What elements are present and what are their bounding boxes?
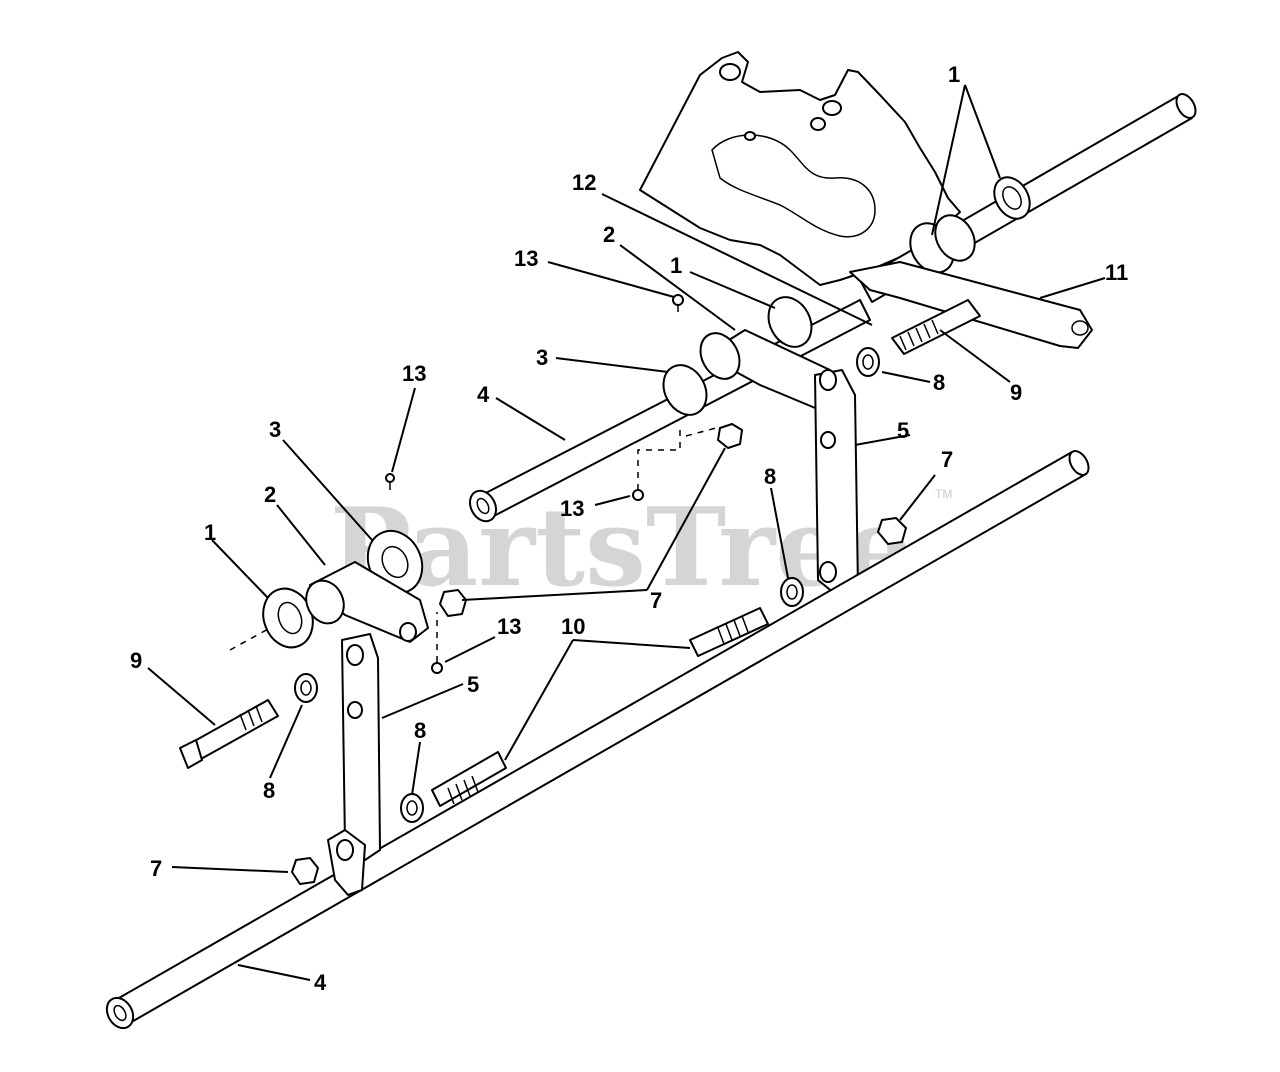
callout-9-upper: 9 bbox=[1010, 380, 1022, 405]
set-screw-13-b bbox=[385, 473, 395, 490]
nut-7-right bbox=[877, 517, 907, 545]
collar-2-middle bbox=[699, 329, 841, 411]
nut-7-left bbox=[439, 589, 467, 617]
callout-2-left: 2 bbox=[264, 482, 276, 507]
callout-5-left: 5 bbox=[467, 672, 479, 697]
callout-8-right: 8 bbox=[764, 464, 776, 489]
callouts: 1 12 2 13 1 11 3 8 9 13 4 5 3 7 8 13 2 1… bbox=[130, 62, 1128, 995]
leader-lines bbox=[147, 84, 1106, 981]
callout-11: 11 bbox=[1105, 260, 1128, 285]
watermark-trademark: TM bbox=[935, 487, 952, 501]
bolt-9-upper bbox=[891, 299, 981, 355]
set-screw-13-d bbox=[431, 662, 443, 674]
bracket-hole bbox=[744, 131, 756, 141]
collar-2-left bbox=[305, 561, 429, 643]
callout-1-middle: 1 bbox=[670, 253, 682, 278]
nut-8-lower bbox=[400, 793, 424, 823]
callout-13-left-top: 13 bbox=[402, 361, 426, 386]
callout-12: 12 bbox=[572, 170, 596, 195]
callout-3-middle: 3 bbox=[536, 345, 548, 370]
bushing-1-upper-right bbox=[993, 176, 1031, 220]
nut-8-right bbox=[780, 577, 804, 607]
link-5-right bbox=[814, 369, 859, 599]
bracket-hole bbox=[719, 63, 741, 81]
alignment-lines bbox=[229, 427, 717, 662]
nut-8-upper bbox=[856, 347, 880, 377]
callout-7-right: 7 bbox=[941, 447, 953, 472]
callout-9-left: 9 bbox=[130, 648, 142, 673]
partstree-watermark: PartsTree bbox=[330, 485, 913, 611]
callout-8-left: 8 bbox=[263, 778, 275, 803]
set-screw-13-c bbox=[632, 489, 644, 501]
callout-2-middle: 2 bbox=[603, 222, 615, 247]
callout-5-right: 5 bbox=[897, 418, 909, 443]
bracket-hole bbox=[810, 117, 826, 131]
callout-10: 10 bbox=[561, 614, 585, 639]
mounting-bracket bbox=[639, 51, 961, 286]
callout-8-lower: 8 bbox=[414, 718, 426, 743]
callout-13-left: 13 bbox=[497, 614, 521, 639]
bushing-1-upper-mid bbox=[909, 214, 976, 274]
set-screw-13-a bbox=[672, 294, 684, 312]
collar-3-middle bbox=[662, 364, 708, 416]
link-5-left bbox=[327, 633, 381, 896]
bolt-10-lower bbox=[431, 751, 507, 807]
callout-1-top: 1 bbox=[948, 62, 960, 87]
bracket-hole bbox=[822, 100, 842, 116]
callout-8-upper: 8 bbox=[933, 370, 945, 395]
callout-7-lower: 7 bbox=[150, 856, 162, 881]
nut-7-lower bbox=[291, 857, 319, 885]
nut-7-middle bbox=[717, 423, 743, 449]
callout-4-middle: 4 bbox=[477, 382, 490, 407]
callout-7-middle: 7 bbox=[650, 588, 662, 613]
callout-1-left: 1 bbox=[204, 520, 216, 545]
collar-1-middle bbox=[767, 296, 813, 348]
bolt-9-left bbox=[179, 699, 279, 769]
nut-8-left bbox=[294, 673, 318, 703]
callout-3-left: 3 bbox=[269, 417, 281, 442]
callout-13-top: 13 bbox=[514, 246, 538, 271]
bolt-10-right bbox=[689, 607, 769, 657]
callout-13-middle: 13 bbox=[560, 496, 584, 521]
callout-4-lower: 4 bbox=[314, 970, 327, 995]
